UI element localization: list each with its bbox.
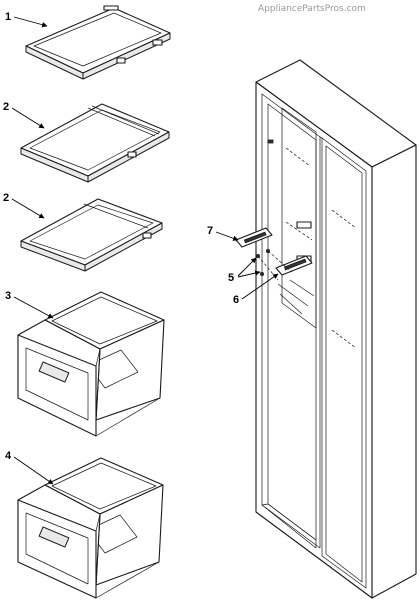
leader-3 xyxy=(13,296,54,319)
shelf-support-part-6 xyxy=(275,255,313,276)
shelf-support-part-7 xyxy=(235,227,273,248)
leader-2-upper xyxy=(11,107,45,129)
screws-part-5 xyxy=(255,248,293,281)
leader-4 xyxy=(13,456,54,485)
callout-3: 3 xyxy=(5,290,11,302)
leader-5b xyxy=(237,270,261,278)
shelf-part-1 xyxy=(25,5,171,80)
crisper-drawer-part-3 xyxy=(17,291,165,437)
callout-1: 1 xyxy=(5,11,11,23)
callout-7: 7 xyxy=(207,225,213,237)
refrigerator-cabinet xyxy=(255,59,417,599)
shelf-part-2-upper xyxy=(20,103,170,183)
drawer-part-4 xyxy=(17,457,164,599)
leader-1 xyxy=(13,16,48,28)
leader-2-lower xyxy=(11,198,45,219)
leader-6 xyxy=(241,273,279,300)
watermark-text: AppliancePartsPros.com xyxy=(258,4,366,14)
callout-2-lower: 2 xyxy=(3,192,9,204)
leader-7 xyxy=(215,231,239,241)
shelf-part-2-lower xyxy=(20,198,163,272)
callout-2-upper: 2 xyxy=(3,101,9,113)
leader-5a xyxy=(237,257,257,277)
callout-4: 4 xyxy=(5,450,12,462)
callout-6: 6 xyxy=(233,294,239,306)
callout-5: 5 xyxy=(228,272,234,284)
